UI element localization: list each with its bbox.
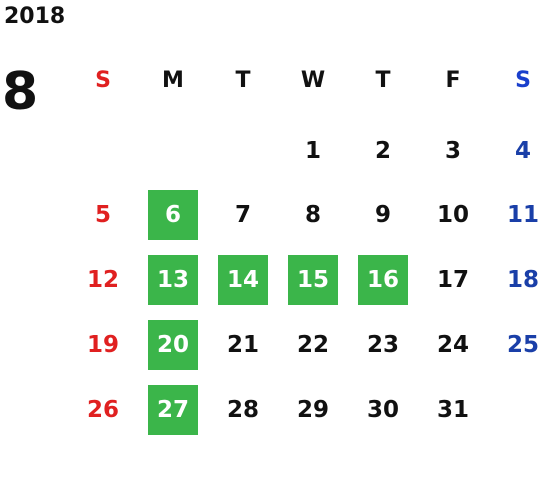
day-cell-highlighted[interactable]: 13 [148, 255, 198, 305]
month-label: 8 [2, 62, 39, 122]
weekday-thursday: T [375, 68, 391, 93]
day-cell[interactable]: 29 [296, 396, 329, 423]
year-label: 2018 [4, 4, 66, 29]
day-cell[interactable]: 7 [234, 201, 251, 228]
weekday-friday: F [445, 68, 461, 93]
weekday-monday: M [162, 68, 184, 93]
weekday-tuesday: T [235, 68, 251, 93]
day-cell[interactable]: 21 [226, 331, 259, 358]
day-cell-sunday[interactable]: 12 [86, 266, 119, 293]
day-cell[interactable]: 24 [436, 331, 469, 358]
day-cell[interactable]: 9 [374, 201, 391, 228]
day-cell-highlighted[interactable]: 6 [148, 190, 198, 240]
weekday-wednesday: W [300, 68, 326, 93]
day-cell[interactable]: 17 [436, 266, 469, 293]
day-cell-highlighted[interactable]: 16 [358, 255, 408, 305]
day-cell-saturday[interactable]: 4 [514, 137, 531, 164]
day-cell[interactable]: 28 [226, 396, 259, 423]
day-cell-sunday[interactable]: 19 [86, 331, 119, 358]
day-cell-sunday[interactable]: 26 [86, 396, 119, 423]
day-cell[interactable]: 8 [304, 201, 321, 228]
day-cell[interactable]: 2 [374, 137, 391, 164]
day-cell-highlighted[interactable]: 20 [148, 320, 198, 370]
day-cell-highlighted[interactable]: 14 [218, 255, 268, 305]
day-cell[interactable]: 10 [436, 201, 469, 228]
day-cell[interactable]: 30 [366, 396, 399, 423]
weekday-saturday: S [515, 68, 531, 93]
day-cell-saturday[interactable]: 18 [506, 266, 539, 293]
day-cell-highlighted[interactable]: 27 [148, 385, 198, 435]
day-cell[interactable]: 1 [304, 137, 321, 164]
weekday-sunday: S [95, 68, 111, 93]
day-cell-saturday[interactable]: 25 [506, 331, 539, 358]
day-cell[interactable]: 31 [436, 396, 469, 423]
day-cell[interactable]: 23 [366, 331, 399, 358]
day-cell-saturday[interactable]: 11 [506, 201, 539, 228]
day-cell-highlighted[interactable]: 15 [288, 255, 338, 305]
day-cell[interactable]: 3 [444, 137, 461, 164]
day-cell-sunday[interactable]: 5 [94, 201, 111, 228]
day-cell[interactable]: 22 [296, 331, 329, 358]
